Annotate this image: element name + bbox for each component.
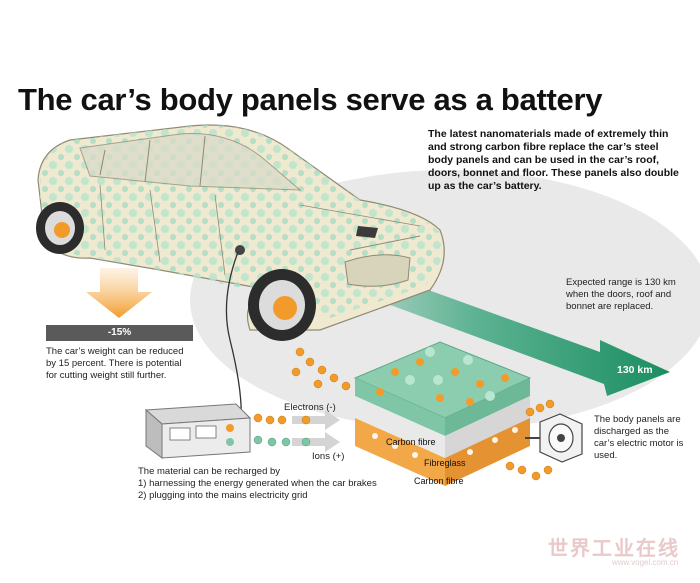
charger-box [144,403,252,459]
motor-description: The body panels are discharged as the ca… [594,414,684,461]
car [36,124,445,431]
layer-label-fibreglass: Fibreglass [424,458,466,468]
layer-label-carbon-bottom: Carbon fibre [414,476,464,486]
ions-label: Ions (+) [312,451,345,462]
intro-text: The latest nanomaterials made of extreme… [428,128,679,192]
range-description: Expected range is 130 km when the doors,… [566,277,676,312]
electrons-label: Electrons (-) [284,402,336,413]
recharge-intro: The material can be recharged by [138,466,281,477]
recharge-info: The material can be recharged by 1) harn… [138,466,378,502]
weight-arrow [86,268,152,318]
watermark-url: www.vogel.com.cn [612,558,679,567]
weight-reduction-badge: -15% [46,325,193,341]
weight-description: The car’s weight can be reduced by 15 pe… [46,346,184,381]
recharge-item-braking: 1) harnessing the energy generated when … [138,478,377,489]
electric-motor [525,413,583,463]
battery-block [353,341,532,486]
page-title: The car’s body panels serve as a battery [18,82,603,117]
layer-label-carbon-top: Carbon fibre [386,437,436,447]
range-arrow-label: 130 km [617,364,653,376]
watermark-text: 世界工业在线 [548,538,680,560]
recharge-item-mains: 2) plugging into the mains electricity g… [138,490,308,501]
